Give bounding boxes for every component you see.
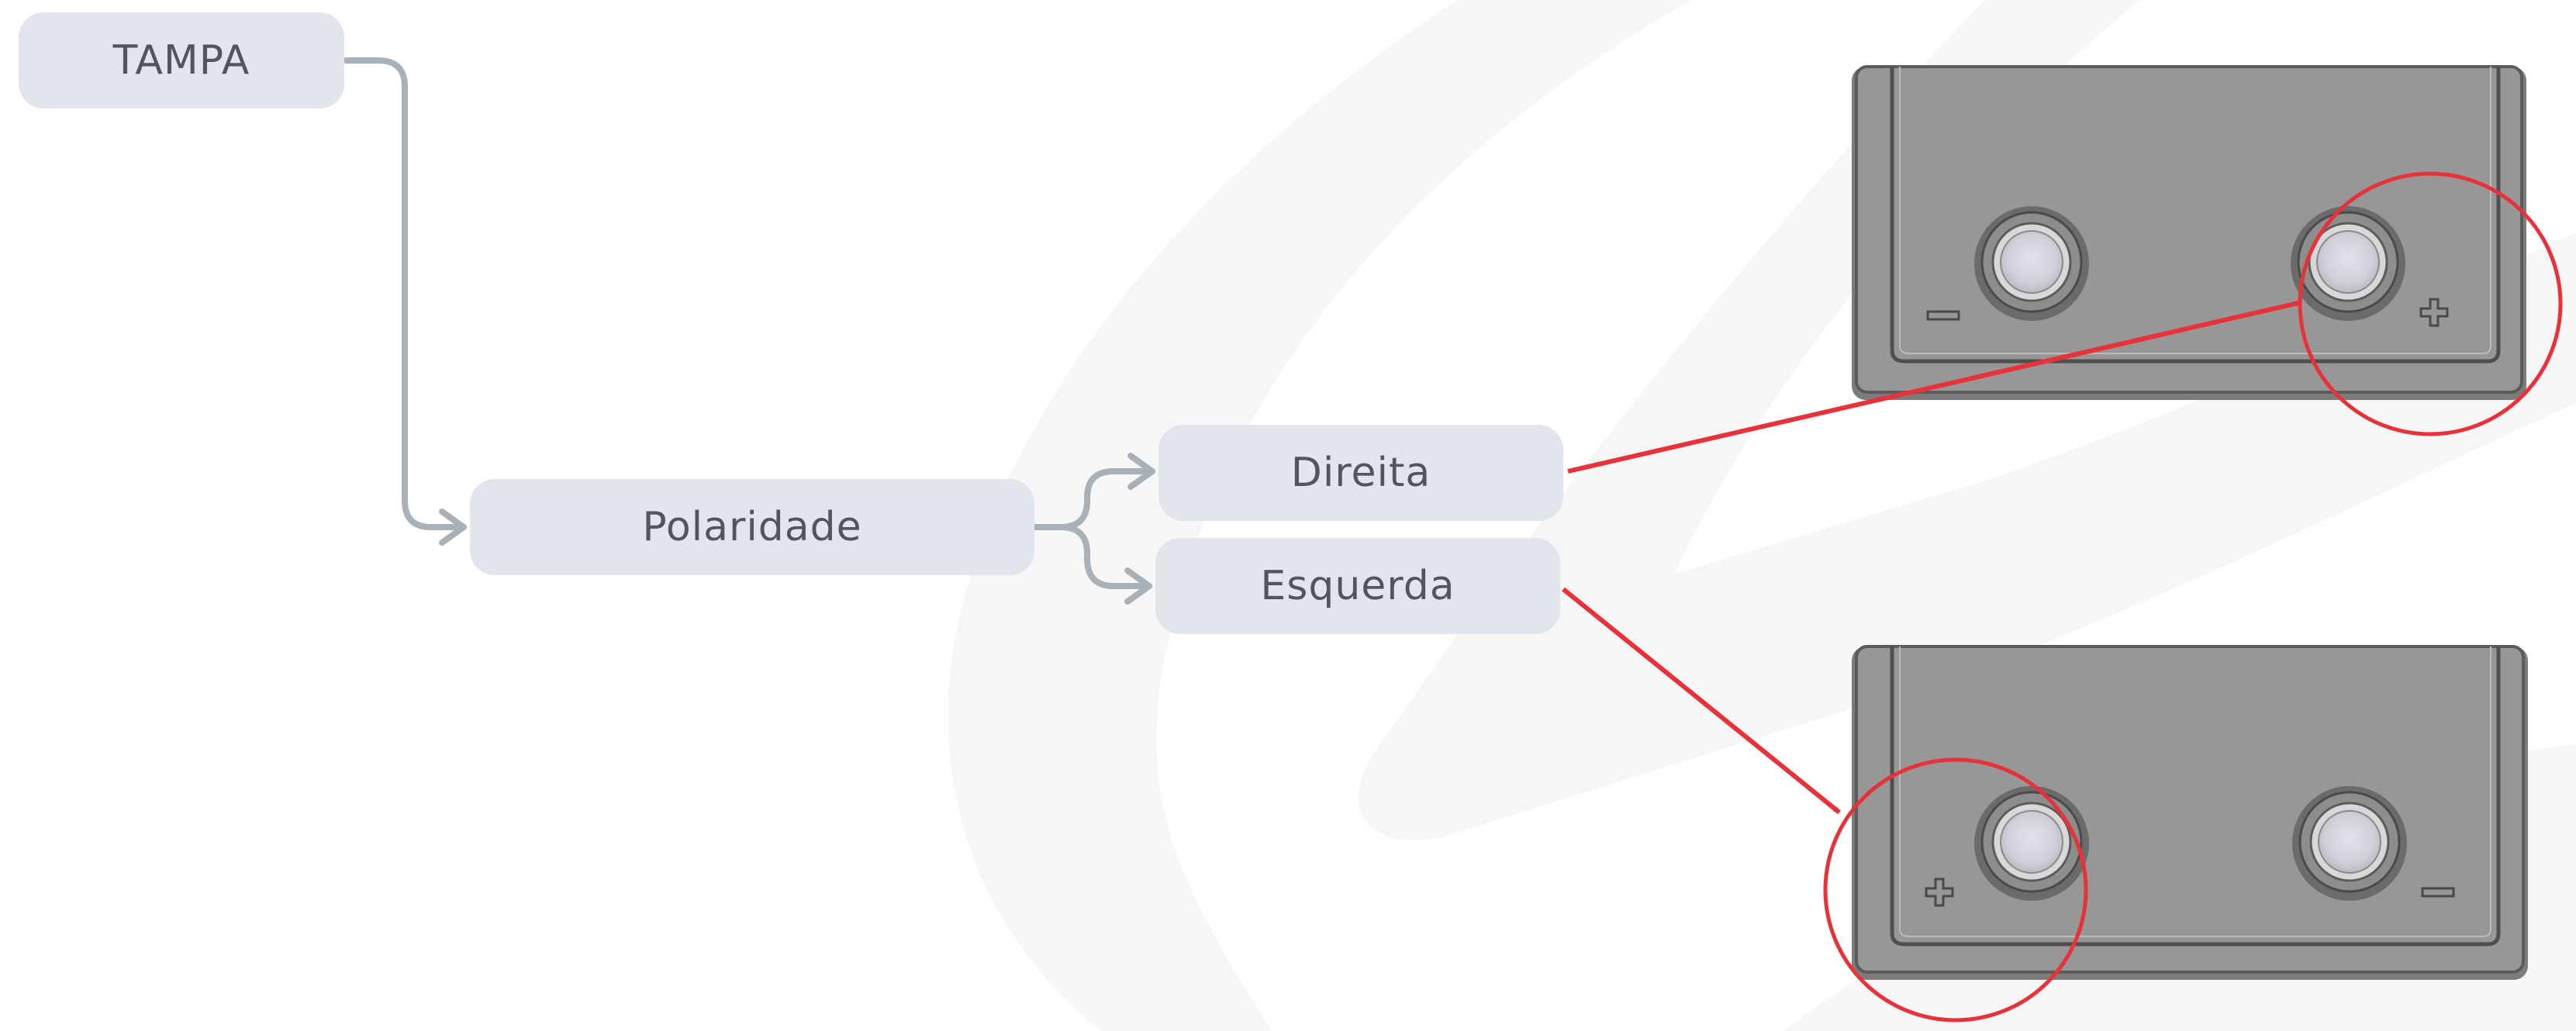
plus-icon (1925, 878, 1954, 907)
node-polaridade-label: Polaridade (642, 504, 862, 550)
arrow-esquerda-to-terminal (1562, 587, 1841, 815)
minus-icon (2421, 887, 2455, 898)
battery-terminal (2292, 786, 2407, 901)
highlight-circle (1823, 757, 2088, 1022)
node-polaridade: Polaridade (470, 479, 1034, 575)
battery-left-polarity (1823, 645, 2528, 1022)
node-tampa-label: TAMPA (112, 37, 250, 84)
node-direita: Direita (1159, 425, 1563, 521)
node-tampa: TAMPA (19, 12, 344, 109)
battery-terminal (2291, 206, 2405, 321)
connector-tampa-polaridade (343, 57, 467, 546)
node-esquerda: Esquerda (1155, 538, 1560, 634)
arrow-direita-to-terminal (1567, 300, 2302, 474)
plus-icon (2419, 298, 2449, 327)
battery-terminal (1974, 206, 2089, 321)
minus-icon (1926, 310, 1960, 321)
battery-right-polarity (1852, 65, 2563, 436)
battery-terminal (1974, 786, 2089, 901)
node-direita-label: Direita (1290, 450, 1431, 496)
node-esquerda-label: Esquerda (1260, 563, 1455, 609)
connector-polaridade-options (1033, 453, 1155, 605)
